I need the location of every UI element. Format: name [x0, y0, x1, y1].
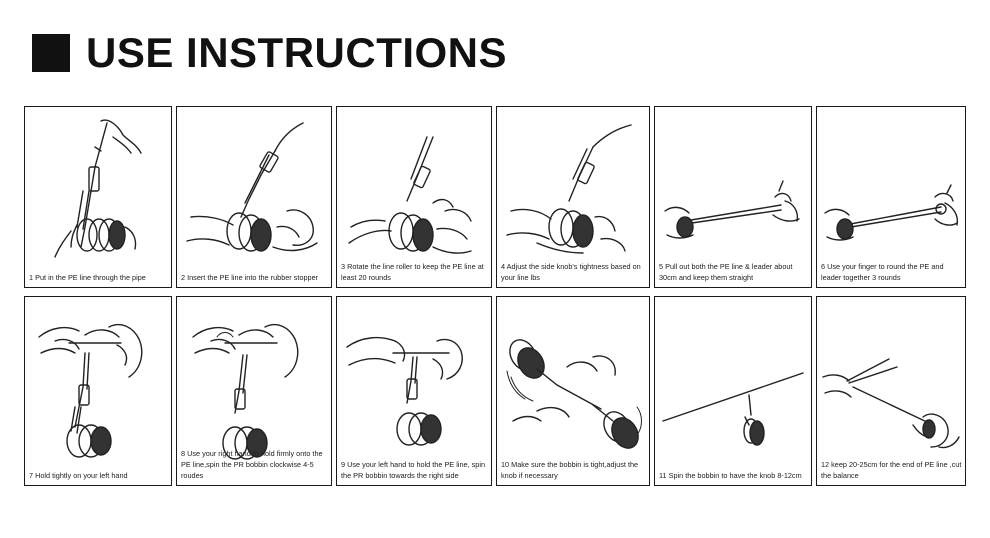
step-caption: 12 keep 20-25cm for the end of PE line ,… — [821, 460, 962, 480]
step-6-illustration — [824, 184, 959, 241]
page-title: USE INSTRUCTIONS — [86, 29, 508, 76]
step-panel-10: 10 Make sure the bobbin is tight,adjust … — [496, 296, 650, 486]
step-caption: 3 Rotate the line roller to keep the PE … — [341, 262, 484, 282]
step-8-illustration — [192, 323, 299, 460]
step-caption: 1 Put in the PE line through the pipe — [29, 273, 146, 282]
step-caption: 4 Adjust the side knob's tightness based… — [501, 262, 641, 282]
step-7-illustration — [38, 323, 143, 458]
step-panel-5: 5 Pull out both the PE line & leader abo… — [654, 106, 812, 288]
step-1-illustration — [54, 119, 142, 258]
step-caption: 10 Make sure the bobbin is tight,adjust … — [501, 460, 639, 480]
step-panel-1: 1 Put in the PE line through the pipe — [24, 106, 172, 288]
step-11-illustration — [662, 372, 804, 446]
step-5-illustration — [664, 180, 800, 239]
step-caption: 9 Use your left hand to hold the PE line… — [341, 460, 485, 480]
step-10-illustration — [506, 339, 642, 449]
step-panel-7: 7 Hold tightly on your left hand — [24, 296, 172, 486]
step-caption: 11 Spin the bobbin to have the knob 8-12… — [659, 471, 802, 480]
step-panel-8: 8 Use your right hand to hold firmly ont… — [176, 296, 332, 486]
step-panel-3: 3 Rotate the line roller to keep the PE … — [336, 106, 492, 288]
step-caption: 6 Use your finger to round the PE and le… — [821, 262, 944, 282]
step-9-illustration — [346, 336, 463, 446]
step-panel-11: 11 Spin the bobbin to have the knob 8-12… — [654, 296, 812, 486]
header-square-icon — [32, 34, 70, 72]
step-3-illustration — [348, 136, 472, 254]
step-panel-6: 6 Use your finger to round the PE and le… — [816, 106, 966, 288]
step-panel-2: 2 Insert the PE line into the rubber sto… — [176, 106, 332, 288]
step-panel-4: 4 Adjust the side knob's tightness based… — [496, 106, 650, 288]
step-caption: 2 Insert the PE line into the rubber sto… — [181, 273, 319, 282]
step-caption: 8 Use your right hand to hold firmly ont… — [181, 449, 323, 480]
step-panel-9: 9 Use your left hand to hold the PE line… — [336, 296, 492, 486]
step-caption: 5 Pull out both the PE line & leader abo… — [659, 262, 793, 282]
step-2-illustration — [186, 122, 318, 252]
step-caption: 7 Hold tightly on your left hand — [29, 471, 128, 480]
step-panel-12: 12 keep 20-25cm for the end of PE line ,… — [816, 296, 966, 486]
step-12-illustration — [822, 358, 960, 449]
page-header: USE INSTRUCTIONS — [32, 30, 507, 76]
step-4-illustration — [506, 124, 632, 254]
